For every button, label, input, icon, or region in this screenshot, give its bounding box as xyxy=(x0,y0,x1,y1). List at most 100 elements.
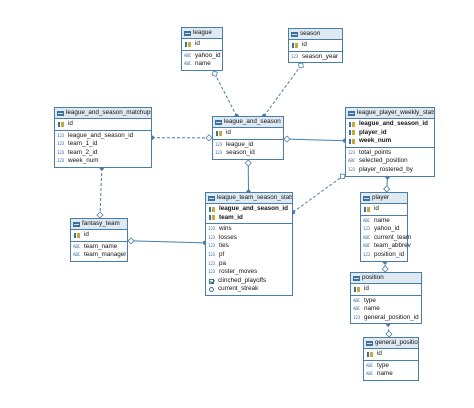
text-type-icon: ABC xyxy=(363,217,370,223)
table-icon xyxy=(363,195,370,201)
column-name: id xyxy=(302,41,307,48)
column-row[interactable]: id xyxy=(213,129,283,138)
number-type-icon: 123 xyxy=(57,149,64,155)
column-row[interactable]: id xyxy=(361,205,407,214)
column-name: team_1_id xyxy=(68,140,98,148)
key-icon xyxy=(349,121,356,127)
column-name: id xyxy=(68,120,73,127)
column-row[interactable]: league_and_season_id xyxy=(206,205,292,214)
column-name: season_year xyxy=(302,52,339,60)
column-row[interactable]: id xyxy=(351,285,421,294)
column-name: general_position_id xyxy=(364,313,419,321)
table-icon xyxy=(208,195,215,201)
column-row[interactable]: id xyxy=(289,41,342,50)
text-type-icon: ABC xyxy=(348,158,355,164)
column-name: current_team xyxy=(374,233,412,241)
table-icon xyxy=(73,221,80,227)
column-name: league_and_season_id xyxy=(68,131,134,139)
column-name: id xyxy=(84,231,89,238)
key-separator xyxy=(351,294,421,296)
entity-header: season xyxy=(289,29,342,40)
column-name: id xyxy=(374,205,379,212)
relationship-line xyxy=(263,62,304,117)
column-name: week_num xyxy=(359,137,392,145)
column-row[interactable]: week_num xyxy=(346,137,434,146)
clock-icon xyxy=(209,287,214,293)
entity-header: fantasy_team xyxy=(71,219,127,230)
column-row[interactable]: current_streak xyxy=(206,285,292,294)
number-type-icon: 123 xyxy=(208,269,215,275)
number-type-icon: 123 xyxy=(57,132,64,138)
column-row[interactable]: 123 league_and_season_id xyxy=(55,132,151,141)
relationship-line xyxy=(127,240,206,244)
entity-header: position xyxy=(351,273,421,284)
column-row[interactable]: id xyxy=(55,120,151,129)
key-icon xyxy=(364,206,371,212)
column-name: id xyxy=(226,129,231,136)
entity-name: player xyxy=(372,194,390,201)
column-row[interactable]: team_id xyxy=(206,214,292,223)
column-row[interactable]: player_id xyxy=(346,129,434,138)
column-row[interactable]: id xyxy=(71,231,127,240)
table-icon xyxy=(353,275,360,281)
entity-header: league_and_season_matchups xyxy=(55,108,151,119)
column-row[interactable]: league_and_season_id xyxy=(346,120,434,129)
entity-name: position xyxy=(362,274,384,281)
number-type-icon: 123 xyxy=(208,251,215,257)
relationship-line xyxy=(385,176,389,193)
column-name: yahoo_id xyxy=(195,51,221,59)
column-row[interactable]: clinched_playoffs xyxy=(206,277,292,286)
column-name: name xyxy=(377,370,393,378)
column-row[interactable]: id xyxy=(182,40,222,49)
table-icon xyxy=(215,119,222,125)
column-name: id xyxy=(195,40,200,47)
entity-name: league_and_season xyxy=(224,118,281,125)
number-type-icon: 123 xyxy=(215,141,222,147)
relationship-line xyxy=(283,138,346,142)
text-type-icon: ABC xyxy=(363,243,370,249)
key-icon xyxy=(185,41,192,47)
column-name: name xyxy=(195,60,211,68)
column-row[interactable]: id xyxy=(364,350,418,359)
column-name: id xyxy=(377,350,382,357)
